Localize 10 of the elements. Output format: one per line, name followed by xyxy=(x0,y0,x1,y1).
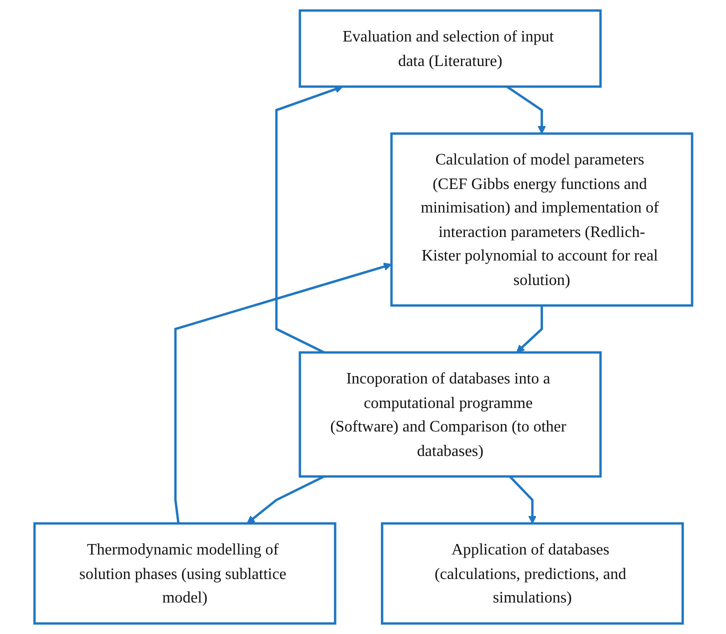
arrow xyxy=(506,86,546,134)
arrow xyxy=(508,476,536,524)
arrow xyxy=(516,305,543,353)
node-box: Application of databases (calculations, predictions, and simulations) xyxy=(380,522,684,625)
arrow xyxy=(174,262,392,524)
node-box: Calculation of model parameters (CEF Gibbs energy functions and minimisation) and implementation of interaction parameters (Redlich-Kister polynomial to account for real solution) xyxy=(390,132,693,307)
arrow xyxy=(246,475,324,524)
node-box: Incoporation of databases into a computational programme (Software) and Comparison (to other databases) xyxy=(298,351,602,478)
node-box: Evaluation and selection of input data (Literature) xyxy=(298,9,602,88)
node-box: Thermodynamic modelling of solution phases (using sublattice model) xyxy=(33,522,336,625)
